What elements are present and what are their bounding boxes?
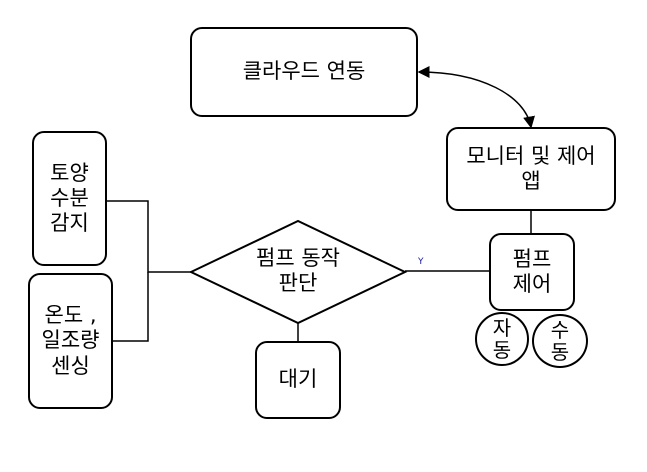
connector-soil-to-decision <box>107 200 191 273</box>
decision-diamond <box>188 219 408 325</box>
pump-decision-label: 펌프 동작 판단 <box>256 246 340 296</box>
soil-moisture-label: 토양 수분 감지 <box>50 160 89 236</box>
connector-cloud-to-app <box>417 66 535 129</box>
wait-label: 대기 <box>278 367 318 392</box>
temp-light-label: 온도 , 일조량 센싱 <box>41 303 100 378</box>
soil-moisture-box: 토양 수분 감지 <box>32 131 107 266</box>
pump-control-label: 펌프 제어 <box>512 246 552 296</box>
manual-mode-label-2: 동 <box>550 340 570 364</box>
cloud-sync-box: 클라우드 연동 <box>190 27 418 117</box>
monitor-app-label: 모니터 및 제어 앱 <box>466 143 596 193</box>
wait-box: 대기 <box>255 341 341 419</box>
auto-mode-label-1: 자 <box>492 316 512 340</box>
cloud-sync-label: 클라우드 연동 <box>242 59 366 84</box>
temp-light-box: 온도 , 일조량 센싱 <box>28 273 113 409</box>
monitor-app-box: 모니터 및 제어 앱 <box>446 127 616 211</box>
connector-temp-to-decision <box>113 272 149 342</box>
auto-mode-circle: 자 동 <box>475 312 529 366</box>
auto-mode-label-2: 동 <box>492 338 512 362</box>
pump-control-box: 펌프 제어 <box>489 233 575 311</box>
manual-mode-label-1: 수 <box>550 318 570 342</box>
manual-mode-circle: 수 동 <box>532 314 588 368</box>
yes-edge-label: Y <box>418 257 424 267</box>
